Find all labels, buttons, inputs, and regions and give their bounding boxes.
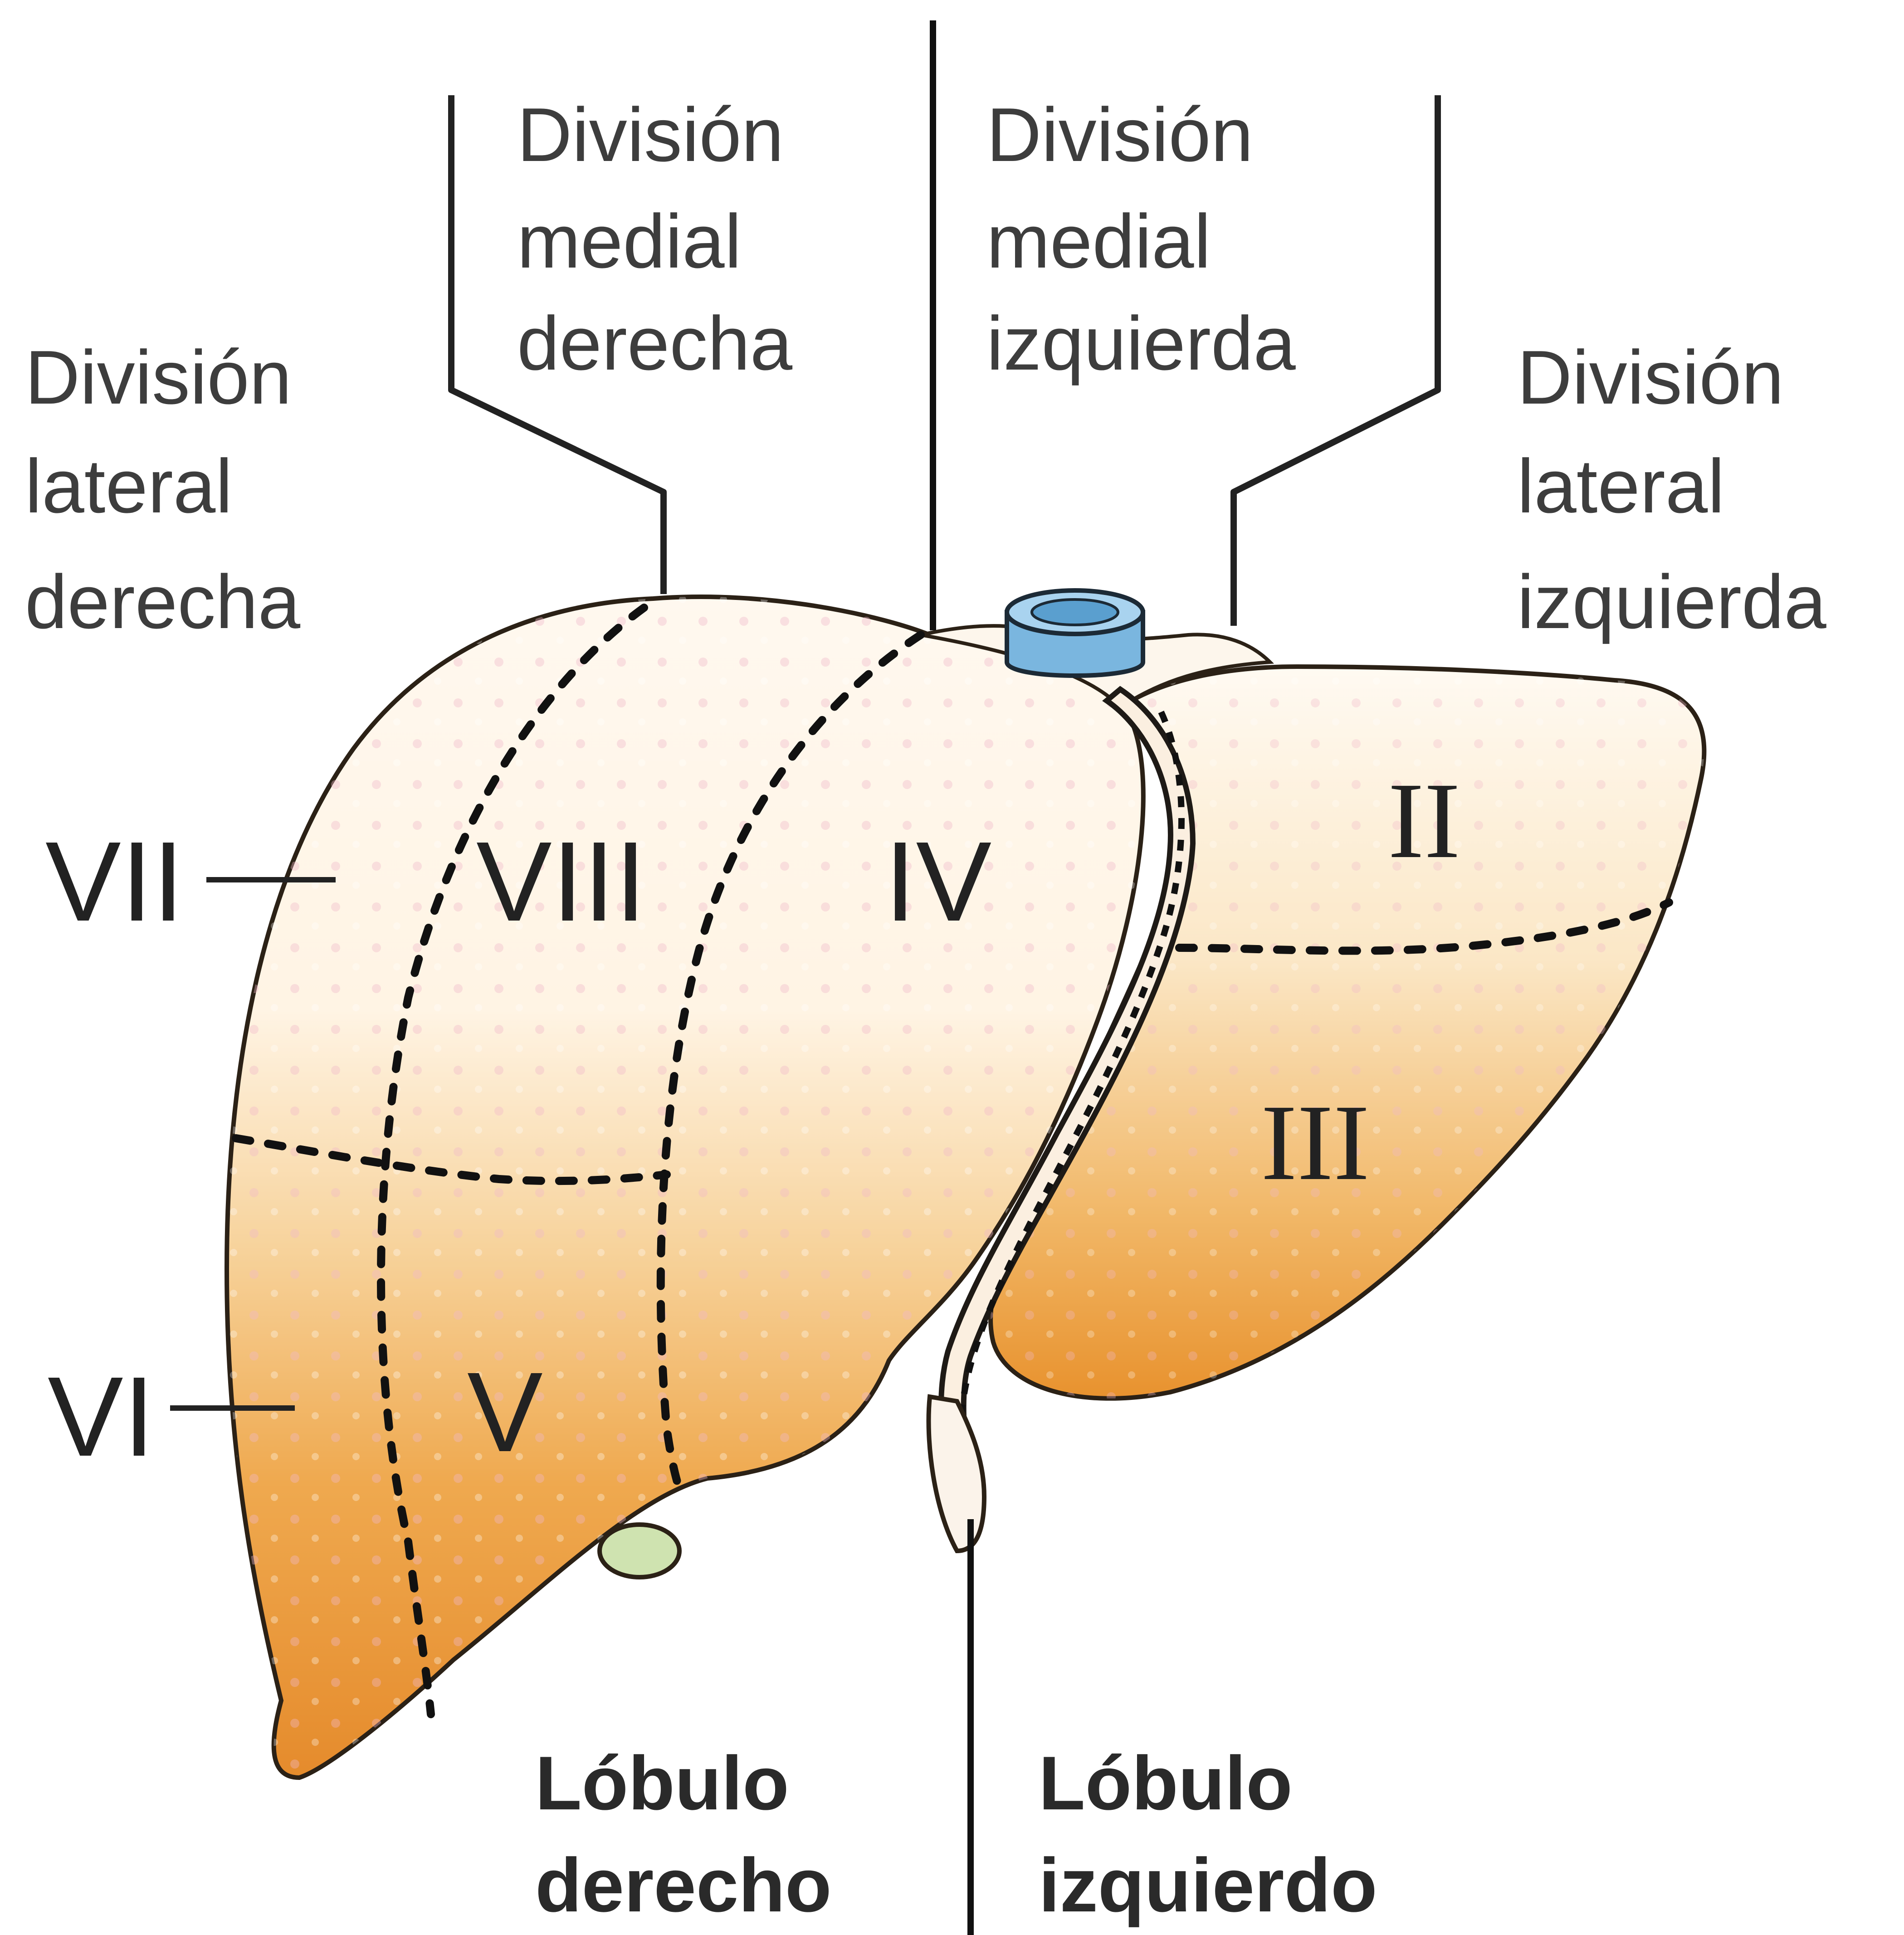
gallbladder [600, 1525, 679, 1577]
label-right-medial: División medial derecha [517, 92, 805, 386]
segment-label-ii: II [1388, 760, 1460, 881]
label-right-lateral: División lateral derecha [25, 335, 313, 644]
segment-label-v: V [467, 1349, 543, 1475]
liver-right-texture [227, 597, 1143, 1778]
segment-label-iii: III [1261, 1082, 1370, 1203]
segment-label-vii: VII [45, 818, 184, 945]
segment-label-iv: IV [884, 818, 991, 945]
round-ligament-tail [929, 1397, 985, 1551]
inferior-vena-cava [1007, 590, 1143, 676]
segment-label-viii: VIII [476, 818, 646, 945]
lobe-label-left: Lóbulo izquierdo [1039, 1740, 1377, 1928]
label-left-medial: División medial izquierda [986, 92, 1296, 386]
segment-label-vi: VI [48, 1353, 155, 1480]
lobe-label-right: Lóbulo derecho [535, 1740, 832, 1928]
label-left-lateral: División lateral izquierda [1517, 335, 1826, 644]
